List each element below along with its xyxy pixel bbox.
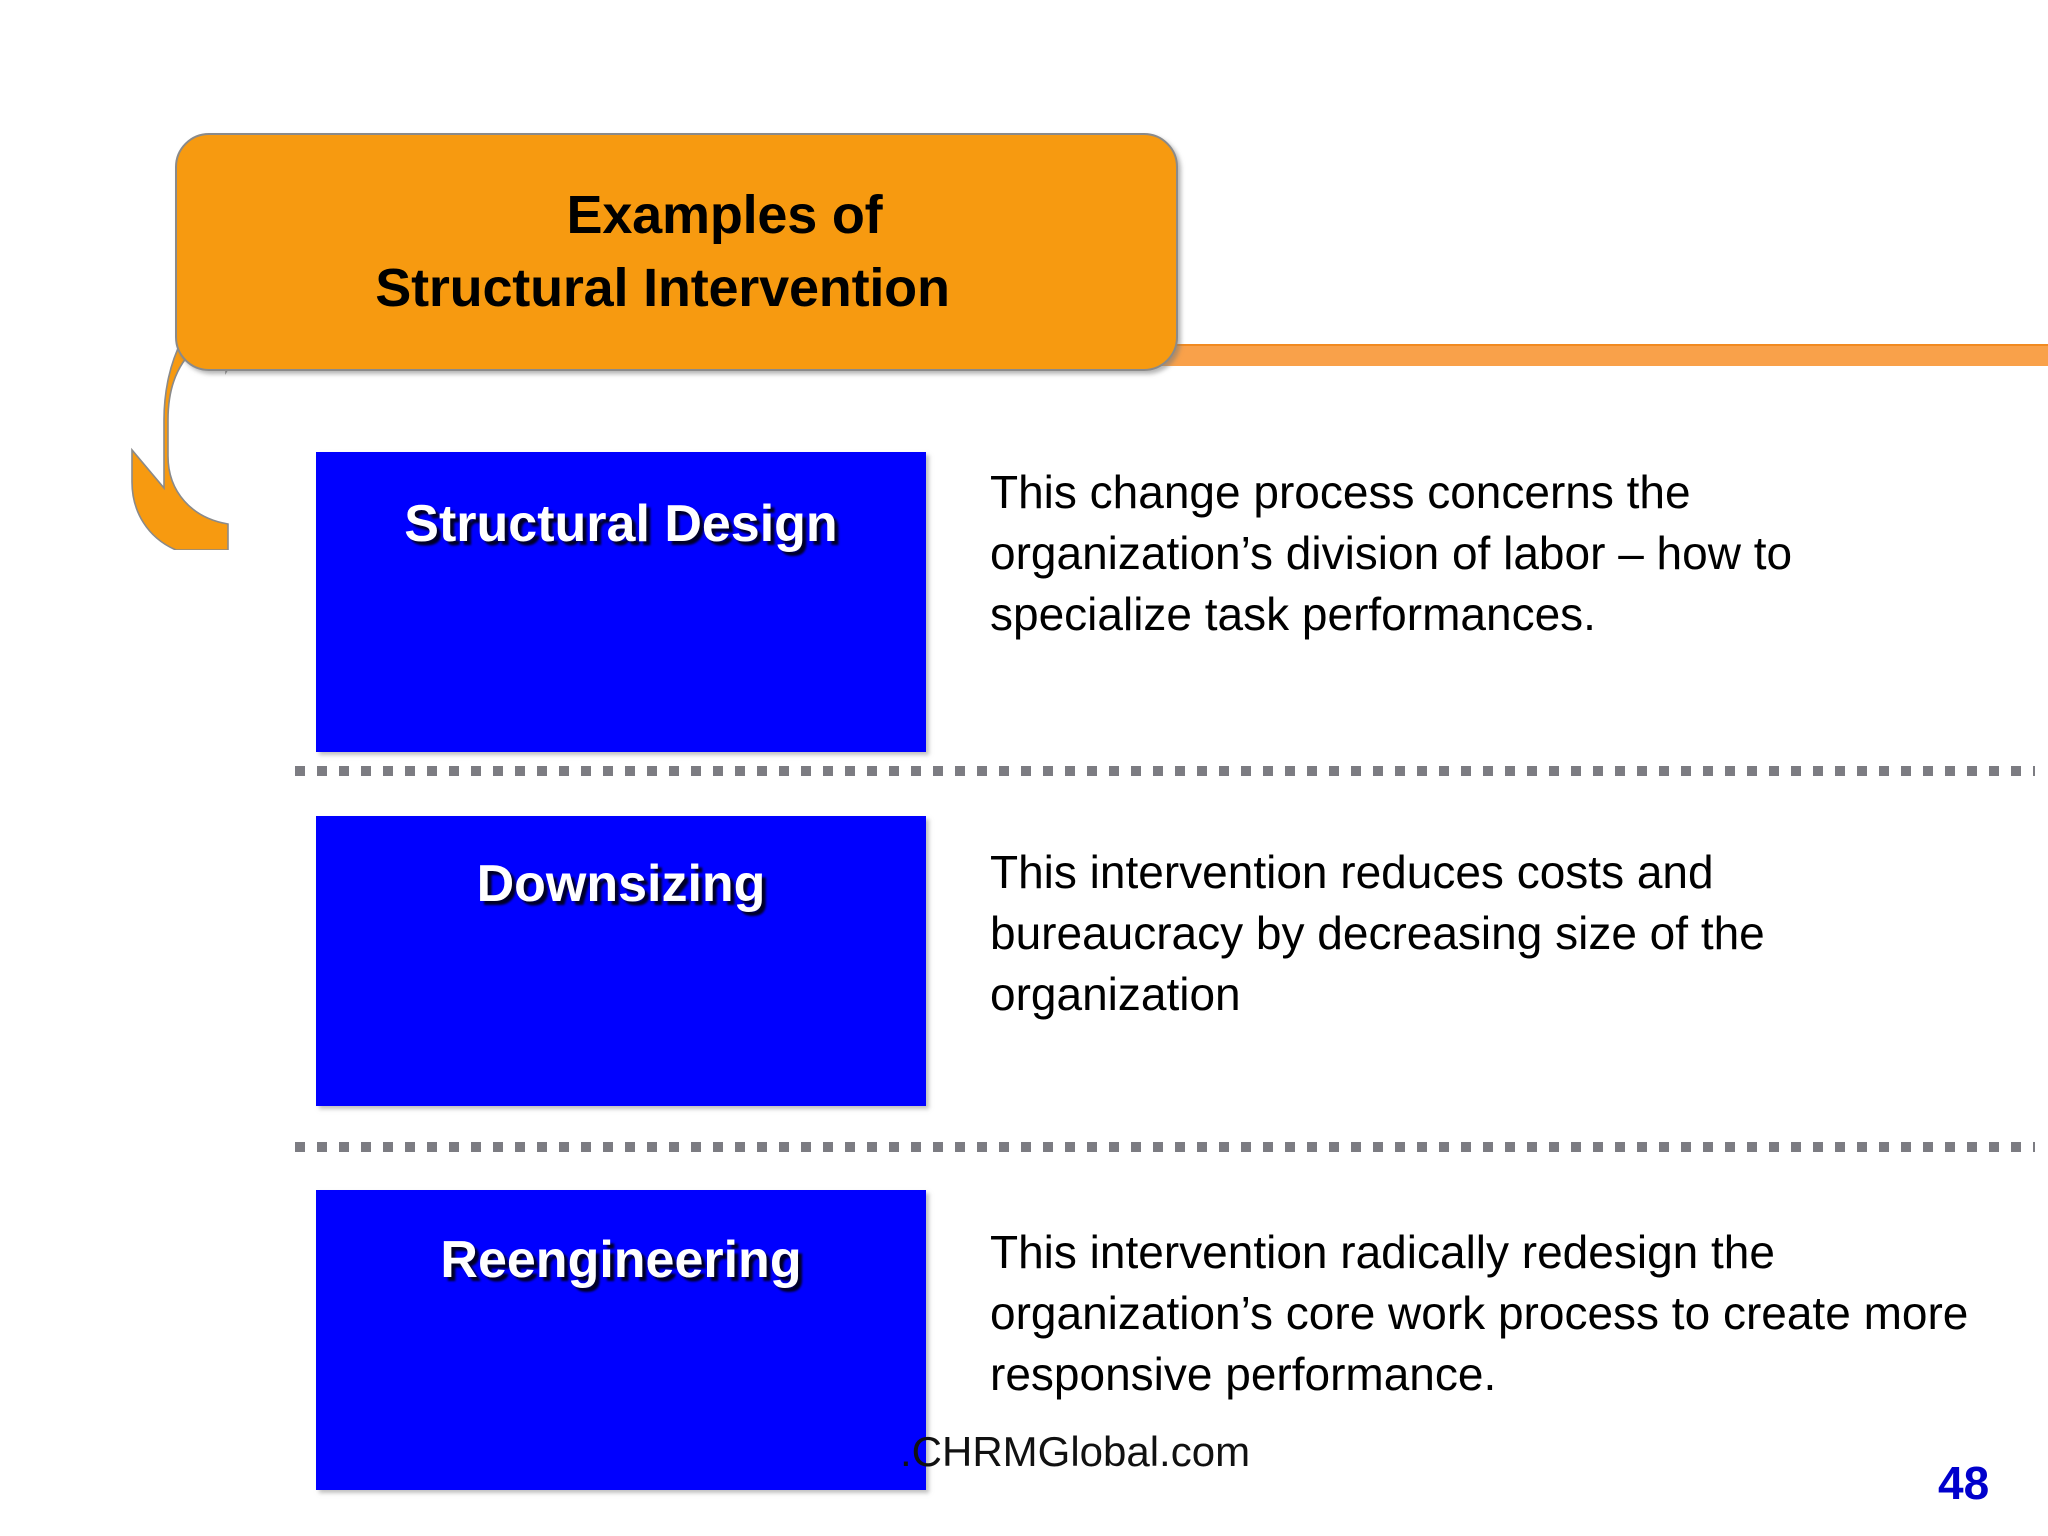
label-box-downsizing: Downsizing — [316, 816, 926, 1106]
slide-title-line-1: Examples of — [566, 185, 883, 246]
label-downsizing: Downsizing — [476, 855, 766, 913]
label-reengineering: Reengineering — [440, 1231, 802, 1289]
description-downsizing: This intervention reduces costs and bure… — [990, 846, 1765, 1021]
watermark-text: .CHRMGlobal.com — [900, 1428, 1251, 1475]
description-reengineering: This intervention radically redesign the… — [990, 1226, 1969, 1401]
label-box-structural-design: Structural Design — [316, 452, 926, 752]
label-structural-design: Structural Design — [404, 495, 838, 553]
row-separator-2 — [295, 1142, 2035, 1152]
slide-title-banner: Examples of Structural Intervention — [175, 133, 1178, 371]
title-rule — [1050, 344, 2048, 366]
description-structural-design: This change process concerns the organiz… — [990, 466, 1793, 641]
page-number: 48 — [1938, 1457, 1990, 1509]
slide-title-line-2: Structural Intervention — [375, 258, 950, 318]
row-separator-1 — [295, 766, 2035, 776]
label-box-reengineering: Reengineering — [316, 1190, 926, 1490]
